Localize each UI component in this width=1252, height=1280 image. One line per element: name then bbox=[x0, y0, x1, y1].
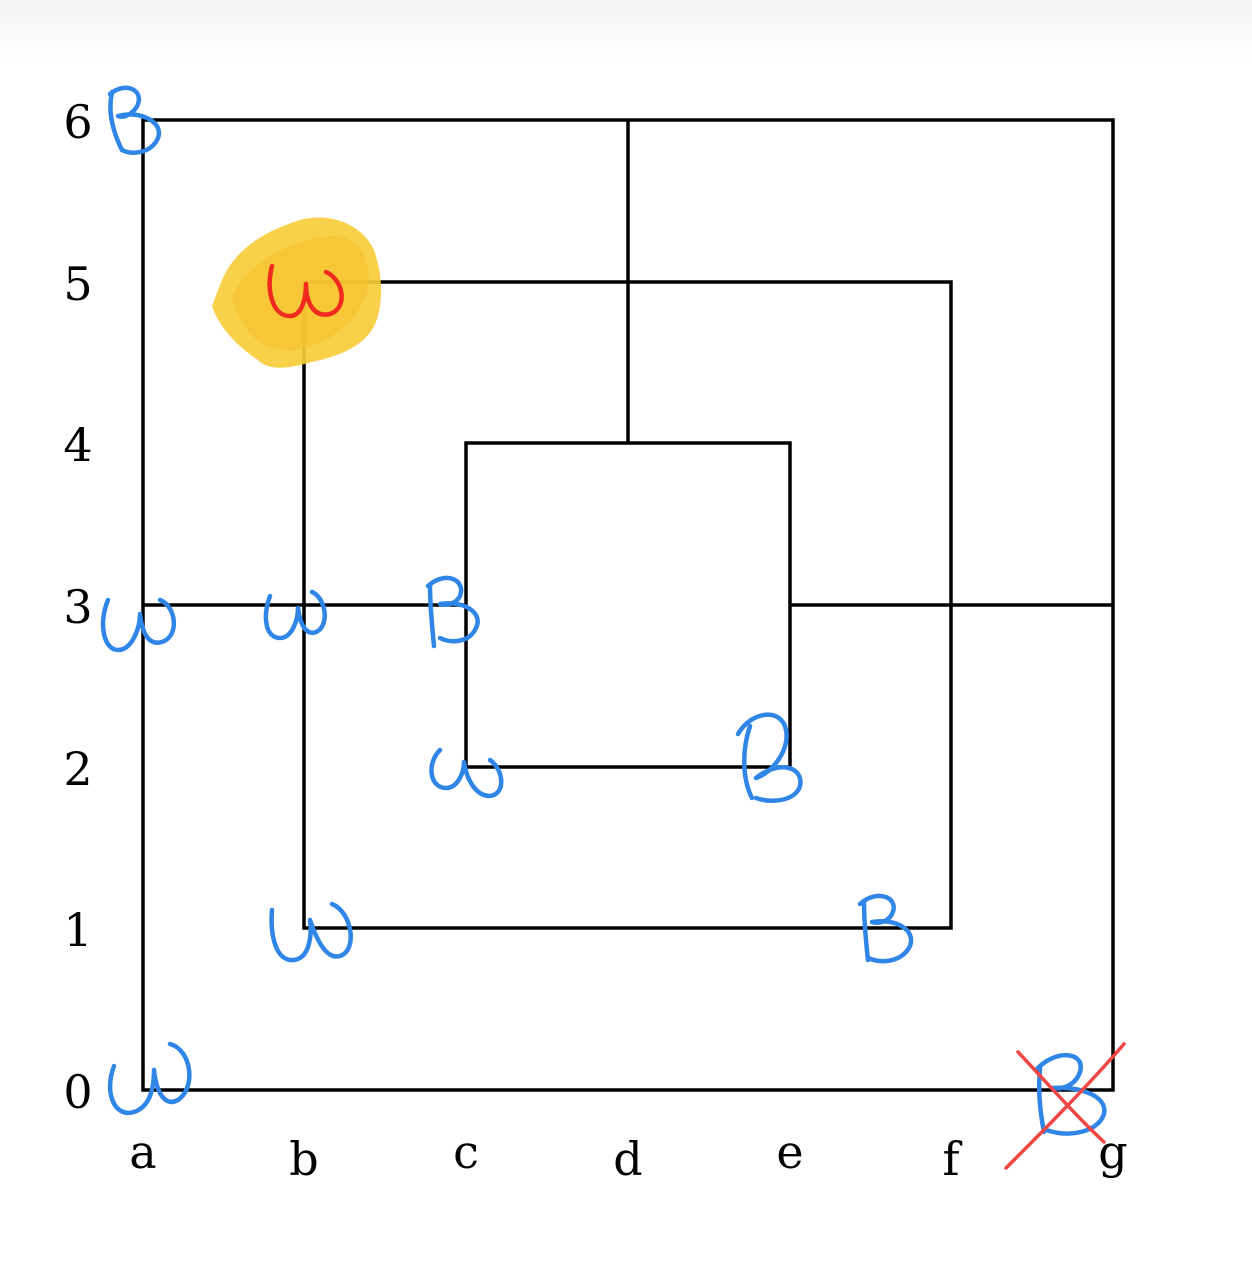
pieces bbox=[100, 85, 1126, 1170]
file-label-g: g bbox=[1098, 1125, 1127, 1179]
file-label-f: f bbox=[942, 1132, 962, 1186]
rank-label-5: 5 bbox=[63, 257, 92, 311]
file-label-a: a bbox=[129, 1125, 156, 1179]
piece-c2-white[interactable] bbox=[429, 747, 504, 799]
piece-b1-white[interactable] bbox=[269, 901, 353, 963]
piece-b3-white[interactable] bbox=[263, 589, 327, 641]
rank-label-4: 4 bbox=[63, 418, 92, 472]
file-labels: a b c d e f g bbox=[129, 1125, 1127, 1186]
inner-square bbox=[464, 441, 792, 769]
rank-label-0: 0 bbox=[63, 1065, 92, 1119]
piece-g0-black-removed[interactable] bbox=[1004, 1042, 1126, 1170]
piece-a3-white[interactable] bbox=[100, 597, 177, 653]
file-label-d: d bbox=[613, 1132, 642, 1186]
top-shadow bbox=[0, 0, 1252, 60]
cross-out-mark bbox=[1004, 1042, 1126, 1170]
file-label-c: c bbox=[453, 1125, 479, 1179]
piece-a6-black[interactable] bbox=[107, 85, 162, 155]
piece-c3-black[interactable] bbox=[425, 575, 480, 649]
rank-label-3: 3 bbox=[63, 580, 92, 634]
rank-label-1: 1 bbox=[63, 903, 92, 957]
piece-a0-white[interactable] bbox=[107, 1041, 192, 1116]
file-label-b: b bbox=[289, 1132, 318, 1186]
rank-label-2: 2 bbox=[63, 742, 92, 796]
piece-e2-black[interactable] bbox=[735, 712, 803, 803]
rank-labels: 0 1 2 3 4 5 6 bbox=[63, 95, 92, 1119]
rank-label-6: 6 bbox=[63, 95, 92, 149]
board-lines bbox=[141, 118, 1115, 1092]
file-label-e: e bbox=[776, 1125, 803, 1179]
piece-f1-black[interactable] bbox=[857, 893, 914, 964]
piece-b5-white[interactable] bbox=[267, 263, 344, 319]
selection-highlight bbox=[212, 217, 382, 368]
